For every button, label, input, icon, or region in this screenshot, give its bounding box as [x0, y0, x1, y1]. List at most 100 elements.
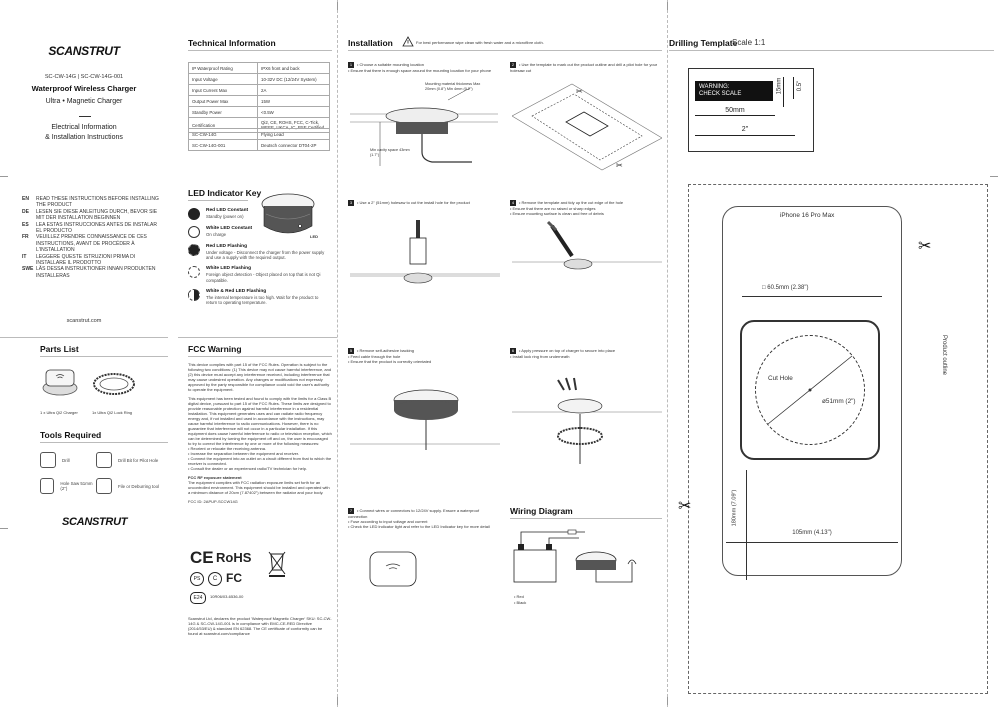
step3-illustration — [350, 220, 500, 284]
dim-line — [695, 135, 795, 136]
doc-title-2: & Installation Instructions — [45, 134, 123, 141]
dim-line — [746, 470, 747, 580]
spec-row: Standby Power<0.5W — [188, 106, 330, 118]
crop-mark — [990, 176, 998, 177]
step6-illustration — [512, 377, 662, 464]
width-dim: 105mm (4.13") — [792, 530, 832, 536]
dim-05in: 0.5" — [797, 80, 804, 92]
dim-50mm: 50mm — [725, 107, 745, 114]
crop-mark — [667, 697, 668, 705]
led-white-flashing-icon — [188, 266, 200, 279]
divider — [188, 50, 332, 51]
template-cut-area — [688, 184, 988, 694]
rf-heading: FCC RF exposure statement — [188, 475, 242, 480]
tools-heading: Tools Required — [40, 430, 102, 440]
fcc-paragraph: This device complies with part 15 of the… — [188, 362, 332, 392]
divider — [178, 337, 337, 338]
install-step: 7• Connect wires or connectors to 12/24V… — [348, 508, 490, 529]
install-step: 1• Choose a suitable mounting location •… — [348, 62, 492, 73]
dim-2in: 2" — [741, 126, 749, 133]
pse-mark: PS — [190, 572, 204, 586]
svg-text:✂: ✂ — [616, 161, 623, 170]
fcc-logo: FC — [226, 571, 242, 585]
wiring-heading: Wiring Diagram — [510, 506, 573, 516]
step7-illustration — [369, 551, 417, 587]
wire-red: • Red — [514, 594, 524, 599]
divider — [0, 337, 168, 338]
cover-logo: SCANSTRUT — [48, 44, 120, 58]
crop-mark — [0, 176, 8, 177]
doc-title-1: Electrical Information — [51, 124, 117, 131]
declaration: Scanstrut Ltd, declares the product 'Wat… — [188, 616, 332, 636]
led-white-icon — [188, 226, 200, 238]
back-logo: SCANSTRUT — [62, 516, 128, 528]
product-subtitle: Ultra • Magnetic Charger — [45, 98, 123, 105]
svg-text:✂: ✂ — [576, 87, 583, 96]
crop-mark — [337, 2, 338, 10]
charger-illustration — [42, 369, 78, 396]
divider — [79, 116, 91, 117]
led-white-red-flashing-icon — [188, 288, 200, 301]
ctick-mark: C — [208, 572, 222, 586]
fcc-paragraph: This equipment has been tested and found… — [188, 396, 332, 446]
product-outline-square — [740, 320, 880, 460]
weee-icon — [268, 551, 286, 577]
template-heading: Drilling Template — [669, 38, 738, 48]
install-step: 3• Use a 2" (51mm) holesaw to cut the in… — [348, 200, 470, 206]
divider — [188, 200, 248, 201]
divider — [40, 442, 168, 443]
step5-illustration — [350, 389, 500, 450]
step1-illustration — [350, 87, 498, 166]
tool-item: File or Deburring tool — [96, 478, 166, 494]
dim-line — [726, 542, 898, 543]
diameter-label: ø51mm (2") — [822, 398, 856, 405]
fcc-bullet: • Consult the dealer or an experienced r… — [188, 466, 308, 471]
install-step: 6• Apply pressure on top of charger to s… — [510, 348, 616, 359]
product-outline-label: Product outline — [941, 334, 948, 376]
dim-line — [742, 296, 882, 297]
dim-line — [783, 77, 784, 107]
tool-item: Drill Bit for Pilot Hole — [96, 452, 166, 468]
product-title: Waterproof Wireless Charger — [31, 84, 137, 93]
hole-saw-icon — [40, 478, 55, 494]
divider — [40, 356, 168, 357]
divider — [669, 50, 994, 51]
tool-item: Drill — [40, 452, 100, 468]
diameter-arrow — [767, 355, 853, 425]
phone-label: iPhone 16 Pro Max — [780, 212, 835, 219]
wire-black: • Black — [514, 600, 527, 605]
drill-icon — [40, 452, 56, 468]
crop-mark — [337, 697, 338, 705]
e-mark-number: 10R06/03-6536-00 — [210, 594, 244, 599]
warning-icon — [402, 36, 414, 47]
thickness-note: Mounting material thickness Max 20mm (0.… — [425, 82, 481, 91]
template-scale: Scale 1:1 — [732, 38, 766, 47]
install-step: 4• Remove the template and tidy up the c… — [510, 200, 624, 216]
crop-mark — [667, 2, 668, 10]
cut-hole-circle — [755, 335, 865, 445]
website-link[interactable]: scanstrut.com — [66, 318, 102, 324]
technical-heading: Technical Information — [188, 38, 276, 48]
led-red-flashing-icon — [188, 244, 200, 256]
scissors-icon: ✂ — [918, 238, 932, 255]
install-step: 2• Use the template to mark out the prod… — [510, 62, 658, 73]
dim-15mm: 15mm — [776, 77, 783, 95]
step2-illustration: ✂ ✂ — [512, 83, 662, 171]
rohs-mark: RoHS — [216, 550, 252, 565]
drill-bit-icon — [96, 452, 112, 468]
fcc-id: FCC ID: 2APUP-SCCW14G — [188, 499, 238, 504]
led-heading: LED Indicator Key — [188, 188, 262, 198]
